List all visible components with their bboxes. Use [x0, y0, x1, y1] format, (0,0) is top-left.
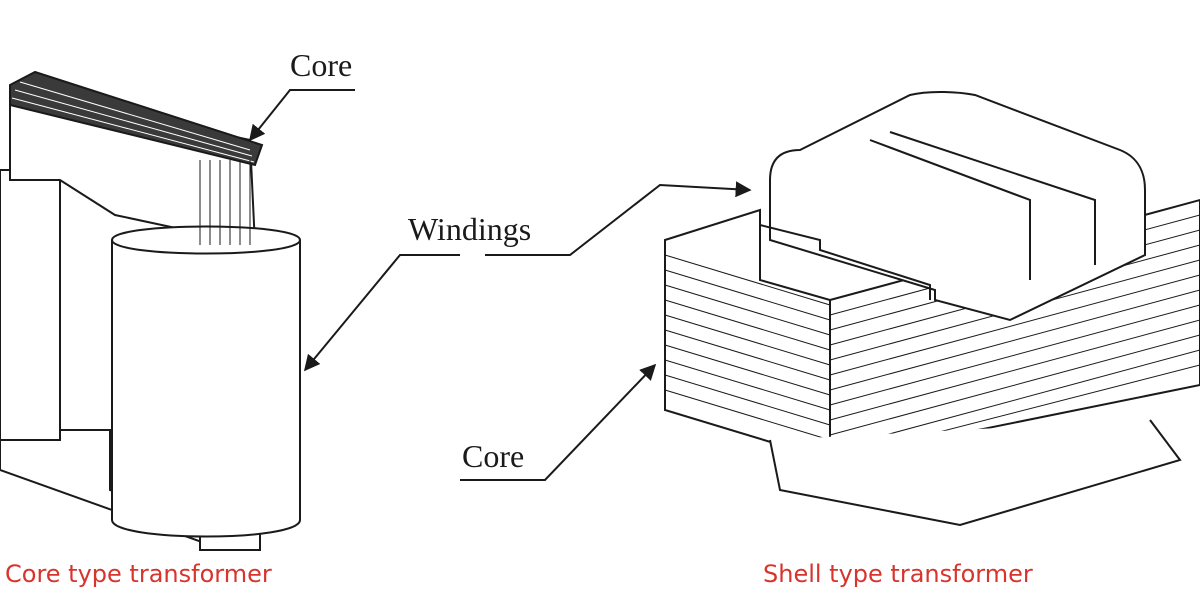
- core-lamination-stack: [199, 160, 251, 245]
- shell-core-window-slot: [759, 224, 931, 300]
- shell-lamination-lines-left: [664, 254, 831, 441]
- shell-type-transformer-illustration: [664, 90, 1200, 527]
- core-type-transformer-illustration: [0, 70, 301, 551]
- shell-base: [769, 419, 1182, 527]
- shell-winding-groove-1: [869, 139, 1031, 280]
- caption-shell-type: Shell type transformer: [763, 560, 1033, 588]
- core-left-limb: [0, 169, 61, 441]
- shell-winding-groove-2: [889, 131, 1096, 265]
- label-core-bottom: Core: [462, 438, 524, 474]
- windings-leader-right: [485, 181, 752, 256]
- core-lamination-lines: [11, 81, 255, 163]
- core-top-leader: [249, 89, 355, 142]
- caption-core-type: Core type transformer: [5, 560, 272, 588]
- core-winding-cylinder: [111, 225, 301, 538]
- core-bottom-leader: [460, 363, 657, 481]
- core-winding-top-ellipse: [111, 239, 301, 255]
- leader-lines: [249, 89, 752, 481]
- label-windings: Windings: [408, 211, 531, 247]
- windings-leader-left: [303, 254, 460, 372]
- label-core-top: Core: [290, 47, 352, 83]
